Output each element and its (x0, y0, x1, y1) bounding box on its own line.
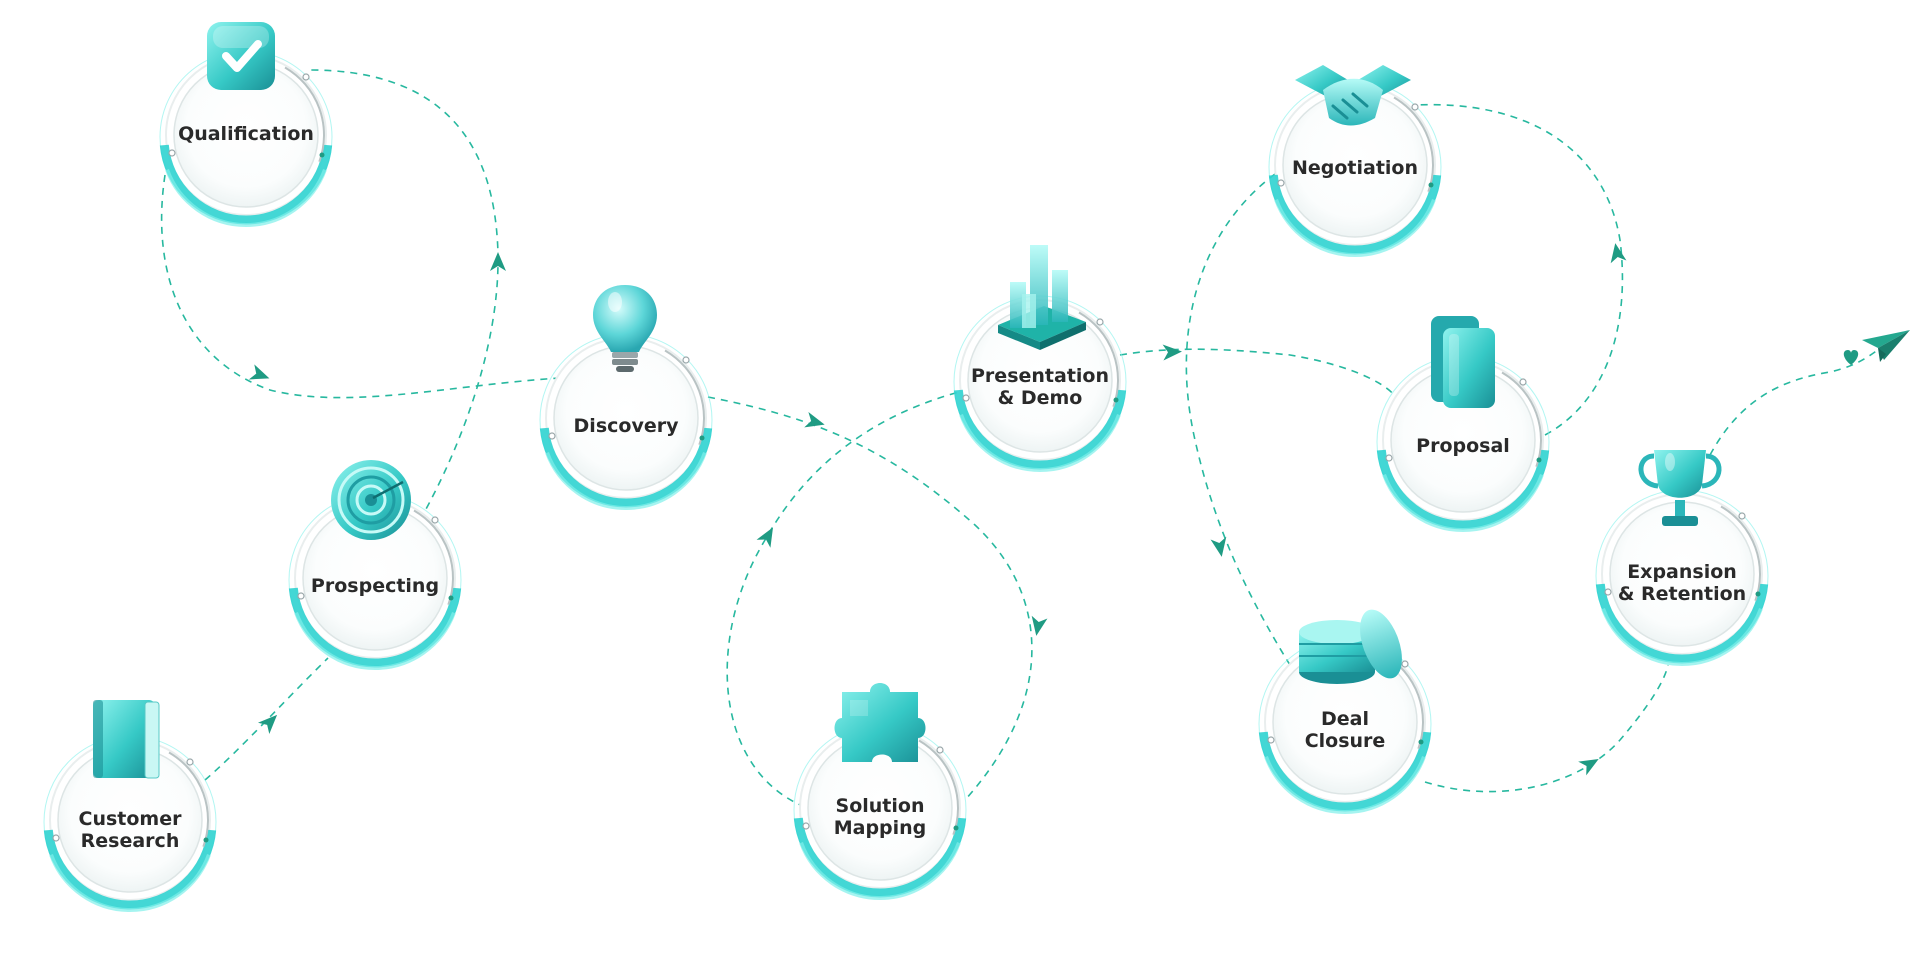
path-proposal-to-negotiation (1414, 103, 1624, 436)
ring-dot (1277, 179, 1285, 187)
path-solution-to-presentation (726, 387, 976, 808)
heart-icon (1843, 350, 1859, 365)
path-discovery-to-solution (707, 396, 1033, 801)
ring-dot (802, 822, 810, 830)
checkmark-icon (207, 22, 275, 90)
puzzle-icon (834, 683, 926, 762)
folder-icon (1431, 316, 1495, 408)
path-research-to-prospecting (204, 657, 329, 781)
connector-paths (160, 69, 1886, 808)
stage-ring (1258, 637, 1432, 814)
ring-dot (1519, 378, 1527, 386)
arrow-icon (490, 252, 506, 271)
stage-ring (43, 735, 217, 912)
arrow-icon (1210, 536, 1227, 557)
ring-dot (936, 746, 944, 754)
arrow-icon (1610, 243, 1627, 264)
ring-dot (302, 73, 310, 81)
ring-dot (682, 356, 690, 364)
ring-dot (1428, 182, 1434, 188)
ring-dot (168, 149, 176, 157)
ring-dot (203, 837, 209, 843)
ring-dot (1267, 736, 1275, 744)
arrow-icon (1578, 759, 1599, 776)
arrow-icon (1031, 615, 1048, 636)
ring-dot (962, 394, 970, 402)
stage-ring (159, 50, 333, 227)
ring-dot (1113, 397, 1119, 403)
path-expansion-to-plane (1709, 344, 1886, 456)
book-icon (93, 700, 160, 779)
path-prospecting-to-qualification (309, 69, 499, 521)
arrow-icon (756, 527, 773, 548)
target-icon (331, 460, 411, 540)
ring-dot (448, 595, 454, 601)
ring-dot (1604, 588, 1612, 596)
ring-dot (699, 435, 705, 441)
stage-ring (1595, 489, 1769, 666)
ring-dot (1738, 512, 1746, 520)
lightbulb-icon (593, 285, 657, 372)
path-deal-to-expansion (1424, 664, 1669, 793)
arrow-icon (248, 364, 270, 380)
ring-dot (1096, 318, 1104, 326)
ring-dot (1411, 103, 1419, 111)
ring-dot (297, 592, 305, 600)
stage-rings (43, 50, 1769, 912)
trophy-icon (1638, 450, 1722, 526)
ring-dot (548, 432, 556, 440)
arrow-icon (1162, 344, 1182, 361)
stage-ring (1376, 355, 1550, 532)
ring-dot (1536, 457, 1542, 463)
arrow-icon (257, 714, 278, 735)
stage-ring (793, 723, 967, 900)
path-presentation-to-deal (1185, 173, 1291, 666)
ring-dot (186, 758, 194, 766)
ring-dot (52, 834, 60, 842)
bar-chart-icon (998, 245, 1086, 350)
ring-dot (1755, 591, 1761, 597)
ring-dot (1418, 739, 1424, 745)
coins-icon (1299, 609, 1402, 684)
handshake-icon (1295, 65, 1411, 126)
path-qualification-to-discovery (160, 174, 561, 399)
path-presentation-to-proposal (1119, 348, 1401, 406)
ring-dot (1401, 660, 1409, 668)
paper-plane-icon (1862, 330, 1910, 362)
stage-ring (1268, 80, 1442, 257)
direction-arrows (248, 243, 1627, 776)
ring-dot (319, 152, 325, 158)
stage-ring (539, 333, 713, 510)
ring-dot (431, 516, 439, 524)
ring-dot (953, 825, 959, 831)
stage-ring (953, 295, 1127, 472)
ring-dot (1385, 454, 1393, 462)
arrow-icon (804, 411, 825, 428)
